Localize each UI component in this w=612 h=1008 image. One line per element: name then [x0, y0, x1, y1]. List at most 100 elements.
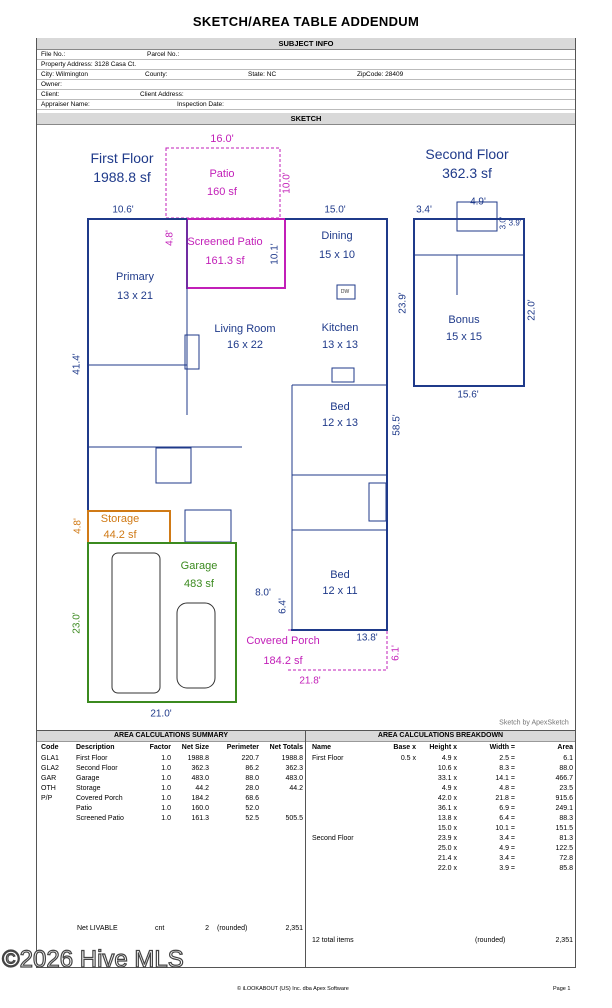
- summary-cell: 161.3: [191, 815, 209, 822]
- page-title: SKETCH/AREA TABLE ADDENDUM: [192, 14, 420, 29]
- summary-cell: 52.5: [245, 815, 259, 822]
- breakdown-cell: 33.1 x: [437, 775, 457, 782]
- summary-cell: Second Floor: [76, 765, 118, 772]
- summary-cell: Storage: [76, 785, 101, 792]
- summary-cell: GLA2: [41, 765, 59, 772]
- breakdown-cell: 6.1: [563, 755, 573, 762]
- breakdown-cell: 21.4 x: [437, 855, 457, 862]
- breakdown-col-header: Area: [557, 744, 573, 751]
- summary-cell: GLA1: [41, 755, 59, 762]
- storage-label: Storage: [100, 513, 140, 525]
- summary-header: AREA CALCULATIONS SUMMARY: [37, 731, 306, 742]
- subject-info-header: SUBJECT INFO: [37, 38, 575, 50]
- primary-size: 13 x 21: [116, 290, 154, 302]
- parcel-no: Parcel No.:: [147, 51, 180, 58]
- dishwasher: [336, 284, 356, 300]
- dim-4-9: 4.9': [470, 196, 486, 208]
- breakdown-cell: 915.6: [555, 795, 573, 802]
- summary-cell: 483.0: [285, 775, 303, 782]
- breakdown-cell: 42.0 x: [437, 795, 457, 802]
- breakdown-cell: First Floor: [312, 755, 344, 762]
- breakdown-cell: 4.9 x: [441, 755, 457, 762]
- breakdown-cell: 15.0 x: [437, 825, 457, 832]
- breakdown-cell: 122.5: [555, 845, 573, 852]
- summary-col-header: Description: [76, 744, 115, 751]
- summary-cell: 1.0: [161, 765, 171, 772]
- breakdown-cell: 3.4 =: [499, 855, 515, 862]
- summary-cell: Screened Patio: [76, 815, 124, 822]
- summary-cell: 88.0: [245, 775, 259, 782]
- summary-cell: Garage: [76, 775, 100, 782]
- summary-cell: 86.2: [245, 765, 259, 772]
- net-livable-cnt-value: 2: [205, 925, 209, 932]
- watermark: ©2026 Hive MLS: [1, 945, 184, 973]
- row-appraiser: Appraiser Name: Inspection Date:: [37, 100, 575, 110]
- breakdown-col-header: Height x: [429, 744, 457, 751]
- truck-icon: [111, 552, 161, 694]
- breakdown-cell: 3.4 =: [499, 835, 515, 842]
- breakdown-cell: 14.1 =: [495, 775, 515, 782]
- screened-patio-label: Screened Patio: [187, 236, 263, 248]
- dim-6-1: 6.1': [390, 645, 402, 661]
- breakdown-total: 2,351: [555, 937, 573, 944]
- total-items: 12 total items: [312, 937, 354, 944]
- summary-cell: 1988.8: [187, 755, 209, 762]
- net-livable-label: Net LIVABLE: [77, 925, 118, 932]
- breakdown-cell: 151.5: [555, 825, 573, 832]
- summary-cell: Patio: [76, 805, 92, 812]
- breakdown-header: AREA CALCULATIONS BREAKDOWN: [306, 731, 575, 742]
- bed1-label: Bed: [330, 401, 350, 413]
- summary-cell: OTH: [41, 785, 56, 792]
- dim-23-9: 23.9': [397, 292, 409, 314]
- breakdown-cell: Second Floor: [312, 835, 354, 842]
- fireplace: [184, 334, 200, 370]
- summary-cell: 44.2: [195, 785, 209, 792]
- breakdown-cell: 25.0 x: [437, 845, 457, 852]
- breakdown-cell: 4.8 =: [499, 785, 515, 792]
- second-floor-label: Second Floor: [425, 146, 509, 162]
- breakdown-cell: 88.3: [559, 815, 573, 822]
- property-address: Property Address: 3128 Casa Ct.: [41, 61, 137, 68]
- summary-cell: 362.3: [285, 765, 303, 772]
- dim-22-0: 22.0': [526, 299, 538, 321]
- dim-16-0: 16.0': [210, 133, 234, 145]
- appraiser: Appraiser Name:: [41, 101, 90, 108]
- summary-cell: 52.0: [245, 805, 259, 812]
- breakdown-cell: 0.5 x: [400, 755, 416, 762]
- client: Client:: [41, 91, 60, 98]
- breakdown-cell: 72.8: [559, 855, 573, 862]
- first-floor-wall-east: [285, 218, 388, 631]
- breakdown-cell: 85.8: [559, 865, 573, 872]
- summary-cell: 220.7: [241, 755, 259, 762]
- breakdown-col-header: Name: [312, 744, 332, 751]
- summary-cell: 1988.8: [281, 755, 303, 762]
- dim-3-0: 3.0': [498, 216, 508, 230]
- dim-6-4: 6.4': [277, 598, 289, 614]
- kitchen-size: 13 x 13: [321, 339, 359, 351]
- city: City: Wilmington: [41, 71, 88, 78]
- storage-sf: 44.2 sf: [103, 529, 137, 541]
- first-floor-label: First Floor: [90, 150, 154, 166]
- summary-cell: First Floor: [76, 755, 108, 762]
- dim-10-0: 10.0': [281, 172, 293, 194]
- bed2-label: Bed: [330, 569, 350, 581]
- footer-software: © iLOOKABOUT (US) Inc. dba Apex Software: [237, 986, 349, 992]
- breakdown-cell: 3.9 =: [499, 865, 515, 872]
- dim-15-6: 15.6': [457, 389, 479, 401]
- sketch-header: SKETCH: [37, 113, 575, 125]
- summary-cell: Covered Porch: [76, 795, 123, 802]
- dim-41-4: 41.4': [71, 353, 83, 375]
- summary-cell: 68.6: [245, 795, 259, 802]
- dim-3-9: 3.9': [508, 218, 522, 228]
- patio-outline: [165, 147, 281, 219]
- breakdown-cell: 10.1 =: [495, 825, 515, 832]
- garage-sf: 483 sf: [184, 578, 214, 590]
- bonus-label: Bonus: [448, 314, 480, 326]
- bonus-size: 15 x 15: [445, 331, 483, 343]
- dim-10-1: 10.1': [269, 243, 281, 265]
- breakdown-cell: 21.8 =: [495, 795, 515, 802]
- kitchen-label: Kitchen: [321, 322, 359, 334]
- summary-cell: 44.2: [289, 785, 303, 792]
- garage-outline: [87, 542, 237, 703]
- summary-cell: 1.0: [161, 755, 171, 762]
